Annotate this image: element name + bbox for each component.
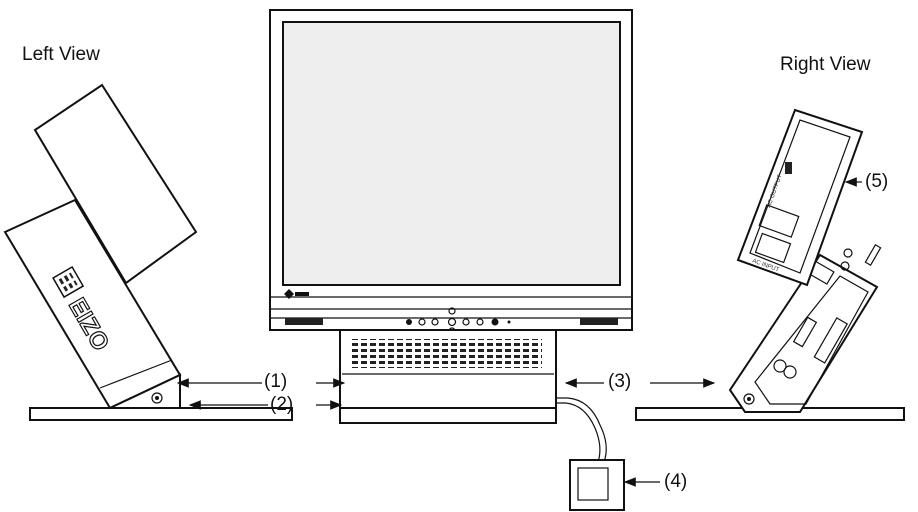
stand-vents [352, 339, 542, 368]
right-view-monitor: AC OUTPUT AC INPUT [635, 108, 905, 421]
callout-5: (5) [865, 171, 889, 192]
left-view-title: Left View [22, 44, 100, 65]
left-upper-panel [33, 83, 198, 285]
eizo-logo-mark [284, 289, 294, 299]
front-view-monitor [269, 9, 633, 511]
d-sub-port [792, 316, 818, 348]
callout-4: (4) [664, 471, 688, 492]
left-speaker [285, 318, 323, 325]
right-view-title: Right View [780, 54, 871, 75]
ac-output-socket [758, 204, 800, 238]
cable [556, 397, 607, 463]
left-hinge [109, 373, 181, 409]
left-base [29, 407, 293, 421]
right-speaker [580, 318, 618, 325]
power-switch[interactable] [785, 162, 792, 174]
right-body [728, 253, 879, 413]
callout-2: (2) [270, 394, 294, 415]
callout-1: (1) [264, 371, 288, 392]
right-upper-panel [736, 108, 864, 287]
right-knob [743, 393, 755, 405]
callout-3: (3) [608, 371, 632, 392]
left-knob [151, 392, 163, 404]
callout-arrows [176, 177, 862, 487]
screen [282, 21, 621, 286]
left-view-monitor: EIZO [3, 83, 293, 421]
ac-input-socket [754, 232, 792, 264]
stand-base [339, 407, 557, 424]
dvi-port [813, 317, 849, 364]
